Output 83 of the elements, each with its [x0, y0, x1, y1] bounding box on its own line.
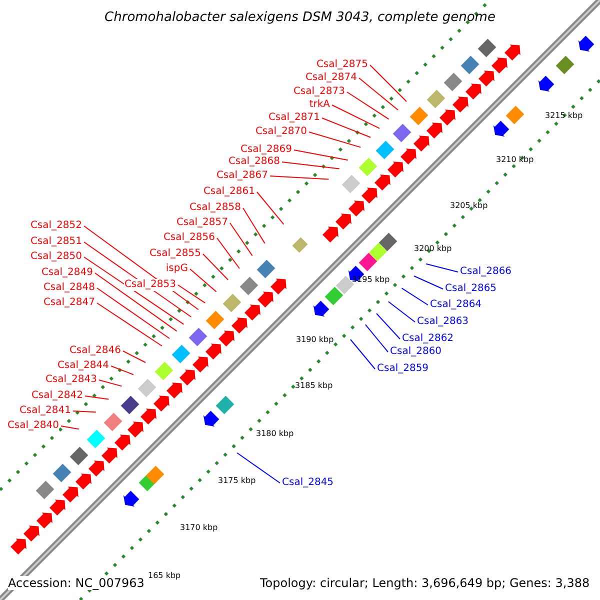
leader-line	[282, 162, 340, 170]
gene-label: Csal_2864	[430, 299, 482, 311]
gene-label: Csal_2847	[43, 297, 95, 309]
gene-label: Csal_2863	[417, 316, 469, 328]
gene-label: Csal_2867	[216, 170, 268, 182]
leader-line	[98, 380, 122, 387]
leader-line	[190, 268, 217, 292]
leader-line	[84, 256, 184, 325]
gene-label: Csal_2842	[31, 390, 83, 402]
leader-line	[84, 396, 110, 400]
leader-line	[322, 118, 372, 138]
leader-line	[72, 410, 96, 413]
gene-label: Csal_2851	[30, 236, 82, 248]
leader-line	[122, 350, 146, 363]
gene-label: Csal_2868	[228, 156, 280, 168]
leader-line	[202, 254, 229, 280]
leader-line	[414, 276, 444, 290]
scale-label: 3215 kbp	[545, 111, 583, 121]
gene-label: Csal_2849	[41, 267, 93, 279]
scale-label: 3195 kbp	[352, 275, 390, 285]
genome-summary-text: Topology: circular; Length: 3,696,649 bp; Genes: 3,388	[260, 576, 590, 590]
scale-label: 3210 kbp	[496, 155, 534, 165]
leader-line	[426, 263, 458, 272]
gene-label: Csal_2844	[57, 360, 109, 372]
accession-text: Accession: NC_007963	[8, 576, 144, 590]
scale-label: 3185 kbp	[295, 381, 333, 391]
leader-line	[350, 339, 376, 370]
gene-label: Csal_2870	[255, 126, 307, 138]
leader-line	[294, 150, 348, 161]
leader-line	[358, 78, 398, 110]
scale-label: 3180 kbp	[256, 429, 294, 439]
gene-label: Csal_2857	[176, 217, 228, 229]
gene-label: Csal_2873	[293, 86, 345, 98]
leader-line	[236, 452, 280, 484]
leader-line	[308, 132, 362, 148]
leader-line	[346, 92, 390, 120]
gene-label: Csal_2856	[163, 232, 215, 244]
gene-label: Csal_2840	[7, 420, 59, 432]
gene-label: Csal_2848	[43, 282, 95, 294]
gene-label: Csal_2841	[19, 405, 71, 417]
leader-line	[242, 208, 266, 244]
leader-line	[216, 238, 240, 269]
leader-line	[256, 192, 284, 225]
scale-label: 3200 kbp	[414, 244, 452, 254]
leader-line	[376, 313, 400, 340]
gene-label: Csal_2862	[402, 333, 454, 345]
gene-label: Csal_2850	[30, 251, 82, 263]
gene-label: Csal_2858	[189, 202, 241, 214]
gene-label: Csal_2860	[390, 346, 442, 358]
gene-label: Csal_2855	[149, 248, 201, 260]
gene-label: Csal_2846	[69, 345, 121, 357]
leader-line	[370, 64, 407, 102]
leader-line	[110, 366, 134, 376]
scale-label: 3205 kbp	[450, 201, 488, 211]
leader-line	[60, 426, 80, 430]
leader-line	[388, 301, 416, 322]
leader-line	[401, 288, 428, 306]
gene-label: Csal_2853	[124, 279, 176, 291]
gene-label: Csal_2874	[305, 72, 357, 84]
scale-label: 3190 kbp	[296, 335, 334, 345]
leader-line	[230, 222, 253, 256]
leader-line	[94, 272, 178, 332]
scale-label: 165 kbp	[148, 571, 181, 581]
leader-line	[270, 176, 330, 180]
leader-line	[332, 104, 380, 129]
scale-label: 3175 kbp	[218, 476, 256, 486]
gene-label: Csal_2859	[377, 363, 429, 375]
leader-line	[96, 288, 170, 339]
gene-label: Csal_2852	[30, 220, 82, 232]
gene-label: Csal_2869	[240, 144, 292, 156]
gene-label: Csal_2843	[45, 374, 97, 386]
gene-label: Csal_2861	[203, 186, 255, 198]
map-title: Chromohalobacter salexigens DSM 3043, complete genome	[104, 10, 496, 26]
gene-label: Csal_2866	[460, 266, 512, 278]
gene-label: Csal_2875	[316, 59, 368, 71]
leader-line	[178, 284, 206, 304]
leader-line	[96, 302, 162, 346]
gene-label: ispG	[166, 263, 188, 275]
leader-line	[364, 324, 388, 352]
scale-label: 3170 kbp	[180, 523, 218, 533]
gene-label: Csal_2865	[445, 283, 497, 295]
gene-label: Csal_2871	[268, 112, 320, 124]
gene-label: Csal_2845	[282, 477, 334, 489]
